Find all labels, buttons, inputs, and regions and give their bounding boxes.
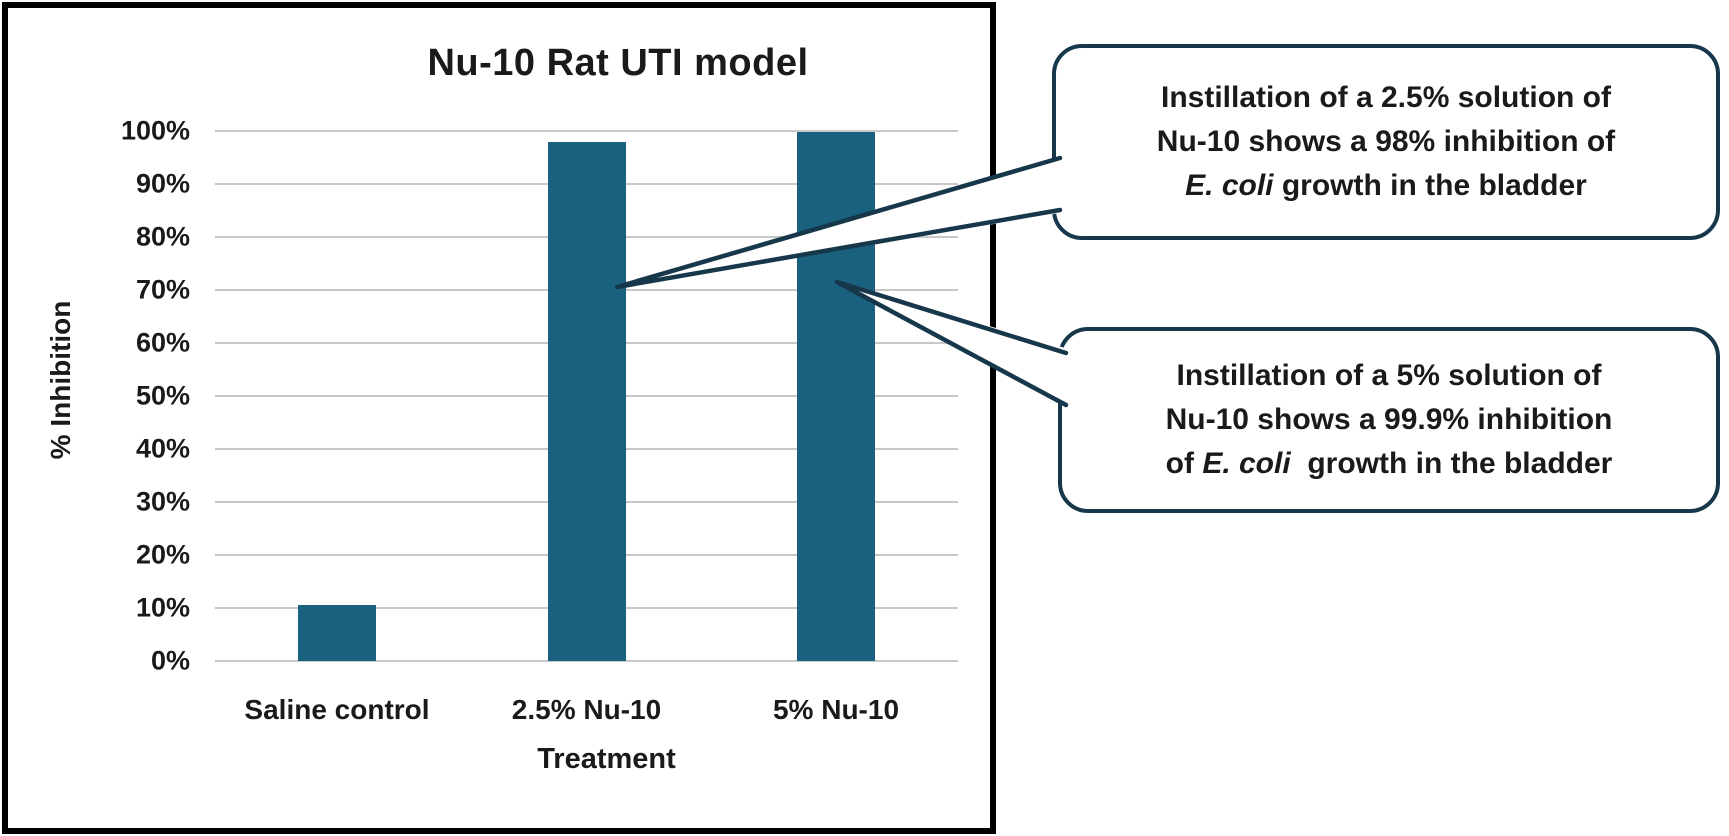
callout-text-line: of E. coli growth in the bladder [1165, 447, 1613, 480]
callout-text-line: E. coli growth in the bladder [1185, 169, 1587, 202]
y-tick-label: 60% [135, 327, 190, 358]
y-tick-label: 80% [135, 221, 190, 252]
bar-saline-control [298, 605, 376, 661]
plot-area: Treatment Saline control 2.5% Nu-10 5% Nu-… [215, 130, 958, 775]
y-tick-label: 50% [135, 380, 190, 411]
x-tick-label: 2.5% Nu-10 [511, 694, 662, 725]
y-tick-label: 100% [120, 115, 190, 146]
gridline [215, 660, 958, 662]
callout-5-percent: Instillation of a 5% solution of Nu-10 s… [1058, 327, 1720, 513]
callout-text-line: Instillation of a 2.5% solution of [1160, 81, 1611, 114]
chart-title: Nu-10 Rat UTI model [427, 42, 809, 84]
bar-2.5-nu-10 [547, 141, 626, 661]
y-tick-label: 30% [135, 486, 190, 517]
callout-text-line: Nu-10 shows a 99.9% inhibition [1165, 403, 1613, 436]
y-tick-label: 10% [135, 592, 190, 623]
x-tick-label: 5% Nu-10 [772, 694, 900, 725]
gridline [215, 130, 958, 132]
bar-5-nu-10 [797, 131, 875, 661]
callout-text-line: Nu-10 shows a 98% inhibition of [1156, 125, 1616, 158]
y-tick-label: 40% [135, 433, 190, 464]
x-tick-label: Saline control [244, 694, 430, 725]
y-axis-ticks: 0% 10% 20% 30% 40% 50% 60% 70% 80% 90% 100% [8, 116, 190, 676]
x-axis-title: Treatment [537, 743, 676, 775]
callout-text-line: Instillation of a 5% solution of [1176, 359, 1602, 392]
chart-frame: Nu-10 Rat UTI model % Inhibition 0%10%20… [2, 2, 996, 834]
y-tick-label: 70% [135, 274, 190, 305]
y-tick-label: 90% [135, 168, 190, 199]
callout-2.5-percent: Instillation of a 2.5% solution of Nu-10… [1052, 44, 1720, 240]
y-tick-label: 0% [150, 645, 190, 676]
y-tick-label: 20% [135, 539, 190, 570]
